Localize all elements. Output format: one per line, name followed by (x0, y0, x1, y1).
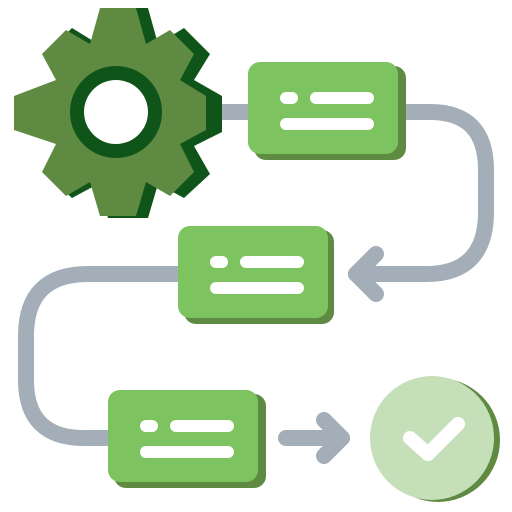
card-body (178, 226, 328, 318)
step-card-2 (178, 226, 334, 324)
card-dot (140, 420, 158, 432)
gear-icon (14, 8, 222, 218)
connector-lines (18, 104, 494, 464)
card-body (108, 390, 258, 482)
arrow-head-left-icon (348, 246, 384, 302)
check-circle-icon (370, 376, 500, 502)
gear-hole (84, 80, 148, 144)
check-circle-body (370, 376, 494, 500)
card-line-long (140, 446, 234, 458)
card-dot (210, 256, 228, 268)
arrow-head-right-icon (316, 412, 350, 464)
card-line-long (210, 282, 304, 294)
card-line-short (240, 256, 304, 268)
step-card-3 (108, 390, 266, 488)
card-line-short (310, 92, 374, 104)
card-line-short (170, 420, 234, 432)
card-dot (280, 92, 298, 104)
card-body (248, 62, 398, 154)
connector-card-1-to-card-2 (348, 104, 494, 282)
check-mark-icon (403, 417, 465, 461)
card-line-long (280, 118, 374, 130)
connector-card-2-to-card-3 (18, 266, 190, 446)
step-card-1 (248, 62, 406, 160)
